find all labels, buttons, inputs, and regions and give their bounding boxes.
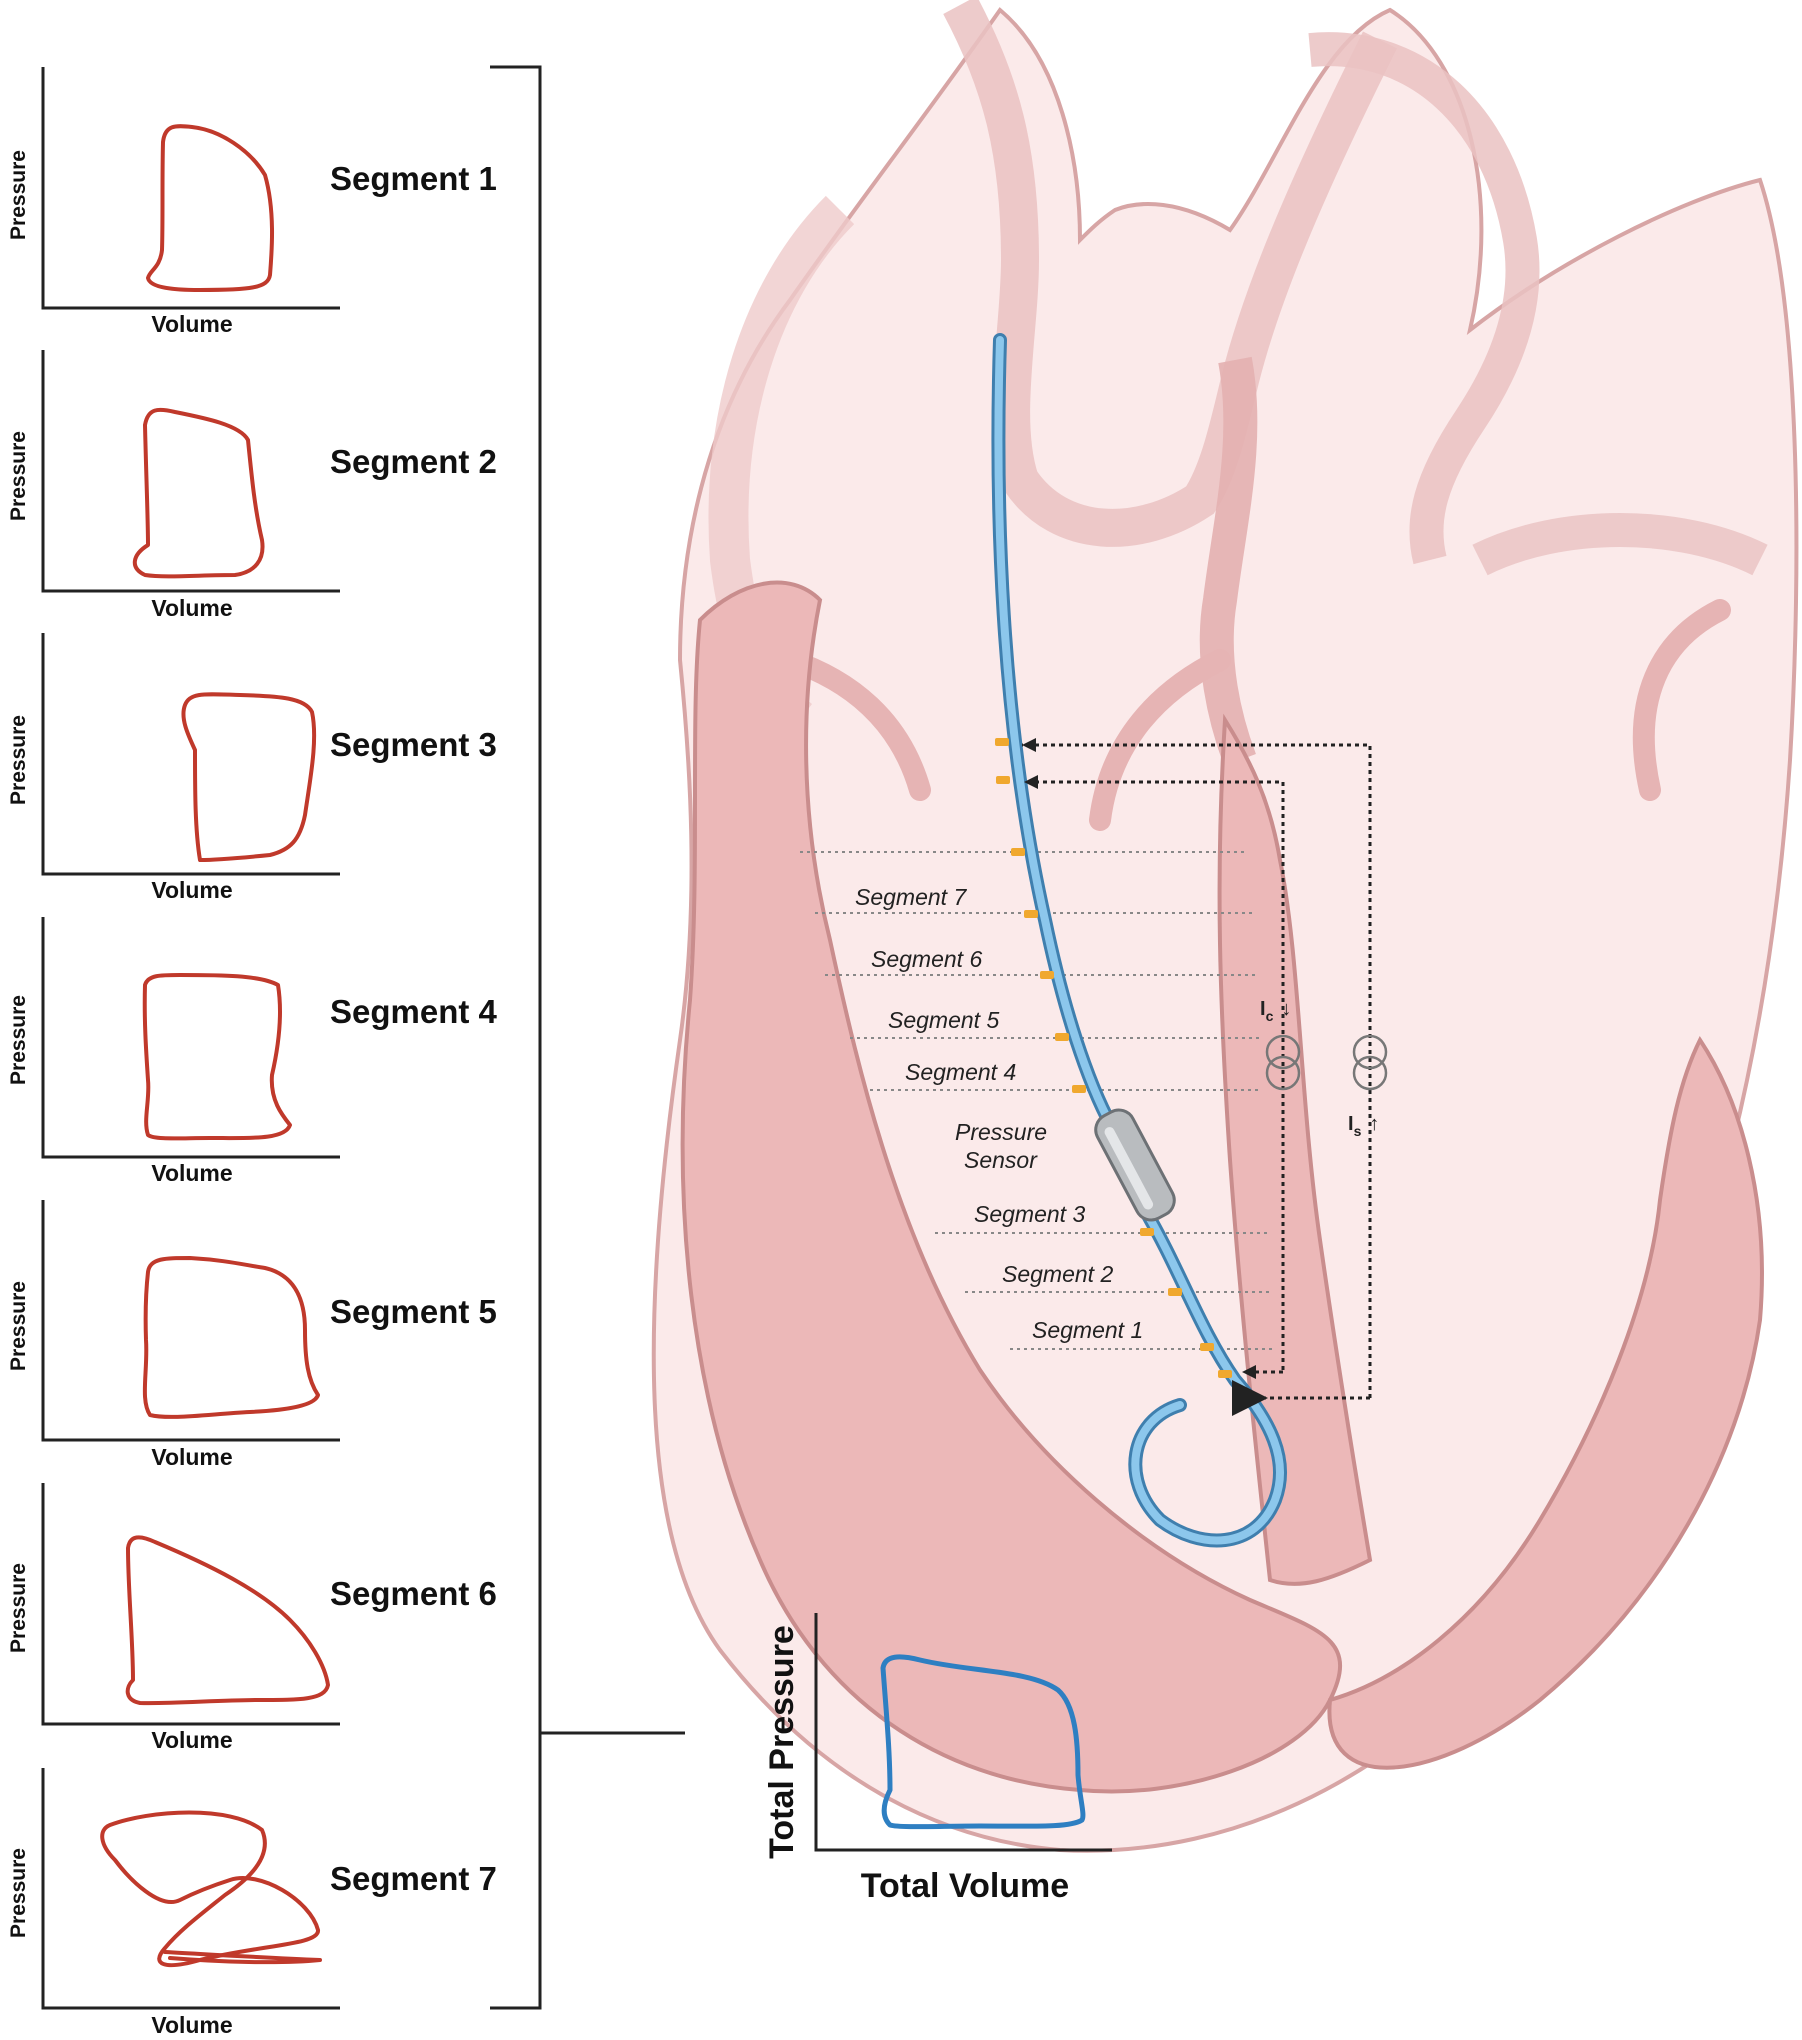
pv-panel-3: Pressure Volume Segment 3 <box>7 633 497 903</box>
pv-panel-2: Pressure Volume Segment 2 <box>7 350 497 621</box>
panel-xlabel: Volume <box>151 1160 232 1186</box>
segment-label: Segment 1 <box>330 160 497 197</box>
segment-label: Segment 3 <box>330 726 497 763</box>
total-panel-axes <box>814 1613 1112 1852</box>
current-ic-path <box>1024 780 1285 1370</box>
pv-loop-segment-7 <box>100 1810 320 1968</box>
segment-label: Segment 7 <box>330 1860 497 1897</box>
conductance-catheter <box>991 333 1287 1548</box>
pv-panel-7: Pressure Volume Segment 7 <box>7 1768 497 2038</box>
electrode <box>996 776 1010 784</box>
panel-axes <box>41 1483 340 1726</box>
heart-label-segment-3: Segment 3 <box>974 1201 1085 1227</box>
panel-xlabel: Volume <box>151 877 232 903</box>
panel-xlabel: Volume <box>151 1444 232 1470</box>
pv-loop-segment-2 <box>132 407 265 579</box>
atrial-septum <box>1199 356 1258 766</box>
panel-ylabel: Pressure <box>7 995 30 1085</box>
heart-label-segment-5: Segment 5 <box>888 1007 999 1033</box>
heart-illustration <box>651 0 1799 1853</box>
heart-label-segment-6: Segment 6 <box>871 946 982 972</box>
segment-panels: Pressure Volume Segment 1 Pressure Volum… <box>7 65 685 2038</box>
electrode <box>1024 910 1038 918</box>
panel-xlabel: Volume <box>151 1727 232 1753</box>
ic-label: Ic↓ <box>1260 998 1291 1024</box>
pressure-sensor-label-line1: Pressure <box>955 1119 1047 1145</box>
pv-panel-6: Pressure Volume Segment 6 <box>7 1483 497 1753</box>
pv-loop-segment-6 <box>125 1535 330 1706</box>
panel-axes <box>41 917 340 1159</box>
electrode <box>1236 1395 1250 1403</box>
segment-label: Segment 4 <box>330 993 498 1030</box>
left-atrium-wall <box>1472 513 1768 576</box>
heart-label-segment-1: Segment 1 <box>1032 1317 1143 1343</box>
pv-panel-4: Pressure Volume Segment 4 <box>7 917 498 1186</box>
electrode <box>1072 1085 1086 1093</box>
pulmonary-artery-wall <box>1308 32 1540 565</box>
tricuspid-leaflet <box>1632 599 1731 801</box>
is-label: Is↑ <box>1348 1113 1379 1139</box>
segment-label: Segment 5 <box>330 1293 497 1330</box>
pv-loop-segment-3 <box>181 692 317 862</box>
total-pv-panel: Total Pressure Total Volume <box>763 1613 1112 1905</box>
segment-label: Segment 6 <box>330 1575 497 1612</box>
summation-bracket <box>490 65 685 2010</box>
panel-ylabel: Pressure <box>7 150 30 240</box>
electrode <box>1218 1370 1232 1378</box>
electrode <box>1200 1343 1214 1351</box>
panel-axes <box>41 67 340 310</box>
electrode <box>995 738 1009 746</box>
aorta-wall <box>943 0 1397 547</box>
current-paths: Ic↓ Is↑ <box>1022 738 1388 1416</box>
panel-xlabel: Volume <box>151 311 232 337</box>
current-ic-arrow-bottom <box>1242 1365 1256 1379</box>
interventricular-septum <box>1217 713 1373 1586</box>
heart-label-segment-4: Segment 4 <box>905 1059 1016 1085</box>
panel-ylabel: Pressure <box>7 1848 30 1938</box>
pv-panel-1: Pressure Volume Segment 1 <box>7 67 497 337</box>
electrode <box>1040 971 1054 979</box>
current-is-path <box>1022 743 1372 1398</box>
electrode <box>1055 1033 1069 1041</box>
pv-loop-segment-5 <box>142 1256 320 1419</box>
heart-label-segment-7: Segment 7 <box>855 884 967 910</box>
pv-panel-5: Pressure Volume Segment 5 <box>7 1200 497 1470</box>
total-xlabel: Total Volume <box>861 1867 1069 1905</box>
heart-label-segment-2: Segment 2 <box>1002 1261 1113 1287</box>
panel-ylabel: Pressure <box>7 715 30 805</box>
current-source-is-icon <box>1352 1034 1388 1091</box>
catheter-distal-highlight <box>1131 1206 1284 1545</box>
current-source-ic-icon <box>1265 1034 1301 1091</box>
segment-label: Segment 2 <box>330 443 497 480</box>
mitral-leaflet-right <box>1089 649 1231 831</box>
pv-loop-segment-4 <box>142 973 292 1141</box>
panel-ylabel: Pressure <box>7 1281 30 1371</box>
current-is-arrow-top <box>1022 738 1036 752</box>
pressure-sensor-label-line2: Sensor <box>964 1147 1038 1173</box>
electrode <box>1140 1228 1154 1236</box>
total-pv-loop <box>880 1654 1086 1830</box>
heart-segment-labels: Segment 7 Segment 6 Segment 5 Segment 4 … <box>855 884 1143 1343</box>
panel-axes <box>41 350 340 593</box>
panel-ylabel: Pressure <box>7 431 30 521</box>
panel-xlabel: Volume <box>151 2012 232 2038</box>
panel-axes <box>41 1768 340 2010</box>
total-ylabel: Total Pressure <box>763 1625 801 1859</box>
panel-axes <box>41 1200 340 1442</box>
pressure-sensor-capsule <box>1094 1108 1176 1222</box>
pv-loop-segment-7-tail <box>163 1950 322 1965</box>
rv-free-wall <box>1327 1036 1764 1770</box>
electrode <box>1168 1288 1182 1296</box>
panel-axes <box>41 633 340 876</box>
electrode <box>1011 848 1025 856</box>
panel-ylabel: Pressure <box>7 1563 30 1653</box>
catheter-body-highlight <box>994 336 1124 1144</box>
current-ic-arrow-top <box>1024 775 1038 789</box>
panel-xlabel: Volume <box>151 595 232 621</box>
pv-loop-segment-1 <box>146 124 275 292</box>
lv-free-wall <box>680 580 1343 1794</box>
